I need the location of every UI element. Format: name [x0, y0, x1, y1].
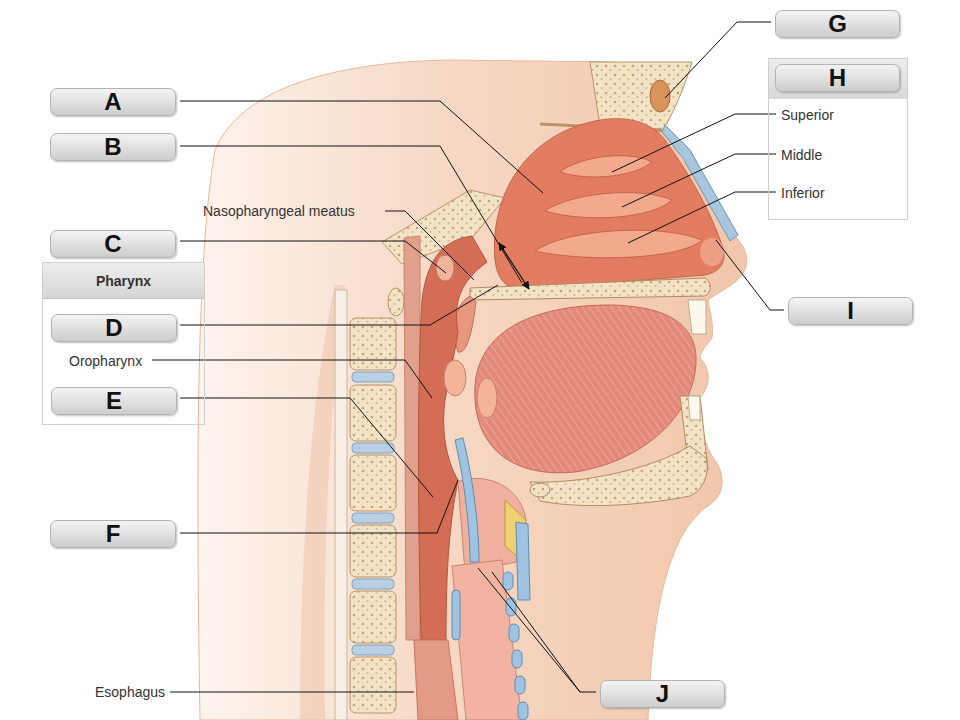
letter-box: D — [51, 314, 177, 342]
jaw-bone — [530, 446, 707, 506]
pharynx — [444, 360, 466, 396]
vertebral-column — [350, 455, 396, 511]
letter-box: C — [50, 230, 176, 258]
leader-line — [152, 360, 432, 398]
letter-label: J — [656, 682, 669, 706]
leader-line — [180, 398, 433, 497]
leader-line — [180, 101, 543, 193]
letter-label: D — [105, 316, 122, 340]
trachea — [452, 560, 528, 720]
panel-heading: Pharynx — [43, 263, 204, 299]
nasal-cavity — [700, 238, 724, 266]
leader-line — [180, 241, 446, 273]
letter-box: B — [50, 133, 176, 161]
nasal-cavity — [560, 156, 652, 177]
letter-box: J — [600, 680, 725, 708]
part-label: Middle — [781, 147, 822, 163]
esophagus — [414, 640, 458, 720]
nasal-cavity — [545, 193, 672, 218]
vertebral-column — [352, 645, 394, 655]
trachea — [452, 560, 522, 720]
jaw-bone — [530, 396, 708, 506]
vertebral-column — [388, 288, 404, 316]
trachea — [452, 590, 460, 640]
pharynx — [404, 236, 420, 640]
vertebral-column — [350, 591, 396, 643]
nasal-cavity — [535, 230, 702, 258]
letter-label: H — [829, 66, 846, 90]
skin — [198, 60, 747, 720]
palate — [470, 278, 710, 300]
larynx — [455, 438, 479, 562]
letter-label: F — [106, 522, 121, 546]
larynx — [516, 522, 530, 600]
leader-line — [478, 568, 596, 692]
vertebral-column — [352, 579, 394, 589]
jaw-bone — [688, 396, 700, 420]
pharynx — [436, 255, 454, 281]
leader-line — [492, 572, 580, 692]
trachea — [509, 624, 519, 642]
part-label: Esophagus — [95, 684, 165, 700]
nasal-cavity — [494, 119, 738, 290]
tongue — [475, 305, 696, 473]
vertebral-column — [335, 288, 404, 720]
vertebral-column — [352, 443, 394, 453]
vertebral-column — [350, 318, 396, 370]
letter-label: A — [104, 90, 121, 114]
trachea — [506, 598, 516, 616]
letter-box: F — [50, 520, 176, 548]
palate — [688, 300, 706, 334]
part-label: Nasopharyngeal meatus — [203, 203, 355, 219]
trachea — [515, 676, 525, 694]
nasal-cavity — [494, 119, 724, 290]
letter-label: I — [847, 299, 854, 323]
letter-box: A — [50, 88, 176, 116]
vertebral-column — [352, 372, 394, 382]
part-label: Inferior — [781, 185, 825, 201]
double-arrow — [499, 243, 529, 289]
leader-line — [180, 285, 498, 325]
leader-line — [612, 114, 776, 172]
trachea — [518, 702, 528, 720]
letter-box: G — [775, 10, 900, 38]
part-label: Oropharynx — [69, 353, 142, 369]
jaw-bone — [530, 483, 550, 497]
skin — [198, 60, 747, 720]
leader-line — [385, 211, 474, 280]
leader-line — [716, 240, 784, 310]
leader-line — [152, 22, 784, 692]
leader-line — [628, 192, 776, 243]
letter-box: I — [788, 297, 913, 325]
esophagus — [414, 640, 458, 720]
label-panel: SuperiorMiddleInferior H — [768, 58, 908, 220]
tongue — [477, 378, 497, 418]
letter-box: E — [51, 387, 177, 415]
letter-label: B — [104, 135, 121, 159]
trachea — [503, 572, 513, 590]
leader-line — [180, 480, 458, 533]
vertebral-column — [350, 657, 396, 713]
leader-line — [180, 146, 522, 283]
letter-box: H — [775, 64, 900, 92]
vertebral-column — [350, 385, 396, 441]
label-panel: PharynxOropharynx D E — [42, 262, 205, 425]
double-arrow — [499, 243, 529, 289]
vertebral-column — [352, 513, 394, 523]
letter-label: G — [828, 12, 847, 36]
letter-label: C — [104, 232, 121, 256]
leader-line — [622, 154, 776, 207]
leader-line — [665, 22, 771, 98]
leader-line — [170, 692, 414, 693]
tongue — [475, 305, 696, 473]
part-label: Superior — [781, 107, 834, 123]
vertebral-column — [335, 290, 347, 720]
trachea — [512, 650, 522, 668]
letter-label: E — [106, 389, 122, 413]
